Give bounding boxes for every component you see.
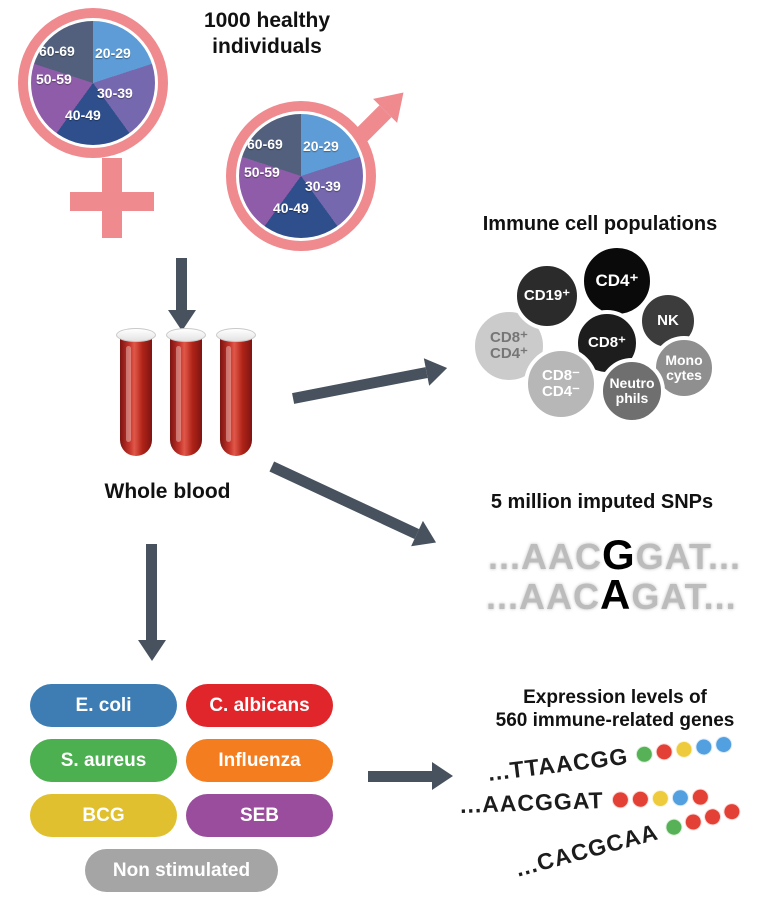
red-dot-icon	[654, 742, 674, 762]
female-age-pie-chart: 20-29 30-39 40-49 50-59 60-69	[31, 21, 155, 145]
age-slice-label: 40-49	[65, 107, 101, 123]
blue-dot-icon	[694, 737, 714, 757]
age-slice-label: 20-29	[95, 45, 131, 61]
age-slice-label: 40-49	[273, 200, 309, 216]
expression-title: Expression levels of 560 immune-related …	[495, 687, 735, 732]
snp-seq-prefix: ...AAC	[486, 576, 600, 617]
stimulus-pill-ecoli: E. coli	[30, 684, 177, 727]
figure-title: 1000 healthy individuals	[203, 9, 331, 58]
whole-blood-label: Whole blood	[104, 480, 231, 503]
red-dot-icon	[631, 790, 649, 809]
yellow-dot-icon	[651, 789, 669, 808]
red-dot-icon	[682, 811, 704, 833]
snps-title: 5 million imputed SNPs	[490, 491, 714, 513]
snp-variant-allele: A	[600, 571, 632, 618]
expression-dots	[632, 735, 734, 764]
female-ring: 20-29 30-39 40-49 50-59 60-69	[18, 8, 168, 158]
age-slice-label: 60-69	[247, 136, 283, 152]
snp-sequence-2: ...AACAGAT...	[486, 571, 737, 619]
cell-circle-cd19: CD19⁺	[513, 262, 581, 330]
red-dot-icon	[611, 791, 629, 809]
blue-dot-icon	[714, 735, 734, 755]
blue-dot-icon	[671, 789, 689, 807]
age-slice-label: 30-39	[305, 178, 341, 194]
blood-tube-icon	[166, 328, 206, 458]
male-symbol-icon: 20-29 30-39 40-49 50-59 60-69	[226, 80, 426, 271]
gene-sequence-text: ...CACGCAA	[512, 818, 661, 882]
snp-seq-suffix: GAT...	[631, 576, 737, 617]
age-slice-label: 20-29	[303, 138, 339, 154]
red-dot-icon	[721, 801, 743, 823]
gene-sequence-row-1: ...TTAACGG	[486, 730, 734, 787]
arrow-down-to-stimuli-icon	[138, 544, 166, 661]
arrow-to-snps-icon	[266, 453, 442, 556]
male-ring: 20-29 30-39 40-49 50-59 60-69	[226, 101, 376, 251]
age-slice-label: 50-59	[244, 164, 280, 180]
arrow-to-expression-icon	[368, 762, 453, 790]
immune-cells-title: Immune cell populations	[482, 213, 718, 235]
stimulus-pill-nonstimulated: Non stimulated	[85, 849, 278, 892]
cell-circle-cd4: CD4⁺	[580, 244, 654, 318]
stimulus-pill-influenza: Influenza	[186, 739, 333, 782]
snp-seq-suffix: GAT...	[635, 536, 742, 577]
snp-sequence-1: ...AACGGAT...	[488, 531, 741, 579]
arrow-down-to-blood-icon	[168, 258, 196, 331]
red-dot-icon	[701, 806, 723, 828]
blood-tube-icon	[116, 328, 156, 458]
age-slice-label: 60-69	[39, 43, 75, 59]
female-symbol-icon: 20-29 30-39 40-49 50-59 60-69	[18, 8, 188, 248]
green-dot-icon	[635, 744, 654, 764]
age-slice-label: 30-39	[97, 85, 133, 101]
gene-sequence-text: ...TTAACGG	[486, 742, 630, 786]
stimulus-pill-bcg: BCG	[30, 794, 177, 837]
arrow-to-immune-cells-icon	[290, 354, 450, 411]
age-slice-label: 50-59	[36, 71, 72, 87]
stimulus-pill-saureus: S. aureus	[30, 739, 177, 782]
yellow-dot-icon	[674, 739, 694, 759]
blood-tubes-icon	[116, 328, 268, 466]
snp-variant-allele: G	[602, 531, 636, 578]
gene-sequence-text: ...AACGGAT	[459, 786, 605, 818]
stimulus-pill-seb: SEB	[186, 794, 333, 837]
female-symbol-crossbar	[70, 192, 154, 211]
male-age-pie-chart: 20-29 30-39 40-49 50-59 60-69	[239, 114, 363, 238]
blood-tube-icon	[216, 328, 256, 458]
snp-seq-prefix: ...AAC	[488, 536, 602, 577]
stimulus-pill-calbicans: C. albicans	[186, 684, 333, 727]
expression-dots	[608, 788, 709, 809]
cell-circle-cd8neg-cd4neg: CD8⁻ CD4⁻	[524, 347, 598, 421]
red-dot-icon	[691, 788, 709, 806]
cell-circle-neutrophils: Neutro phils	[599, 358, 665, 424]
green-dot-icon	[663, 816, 685, 838]
